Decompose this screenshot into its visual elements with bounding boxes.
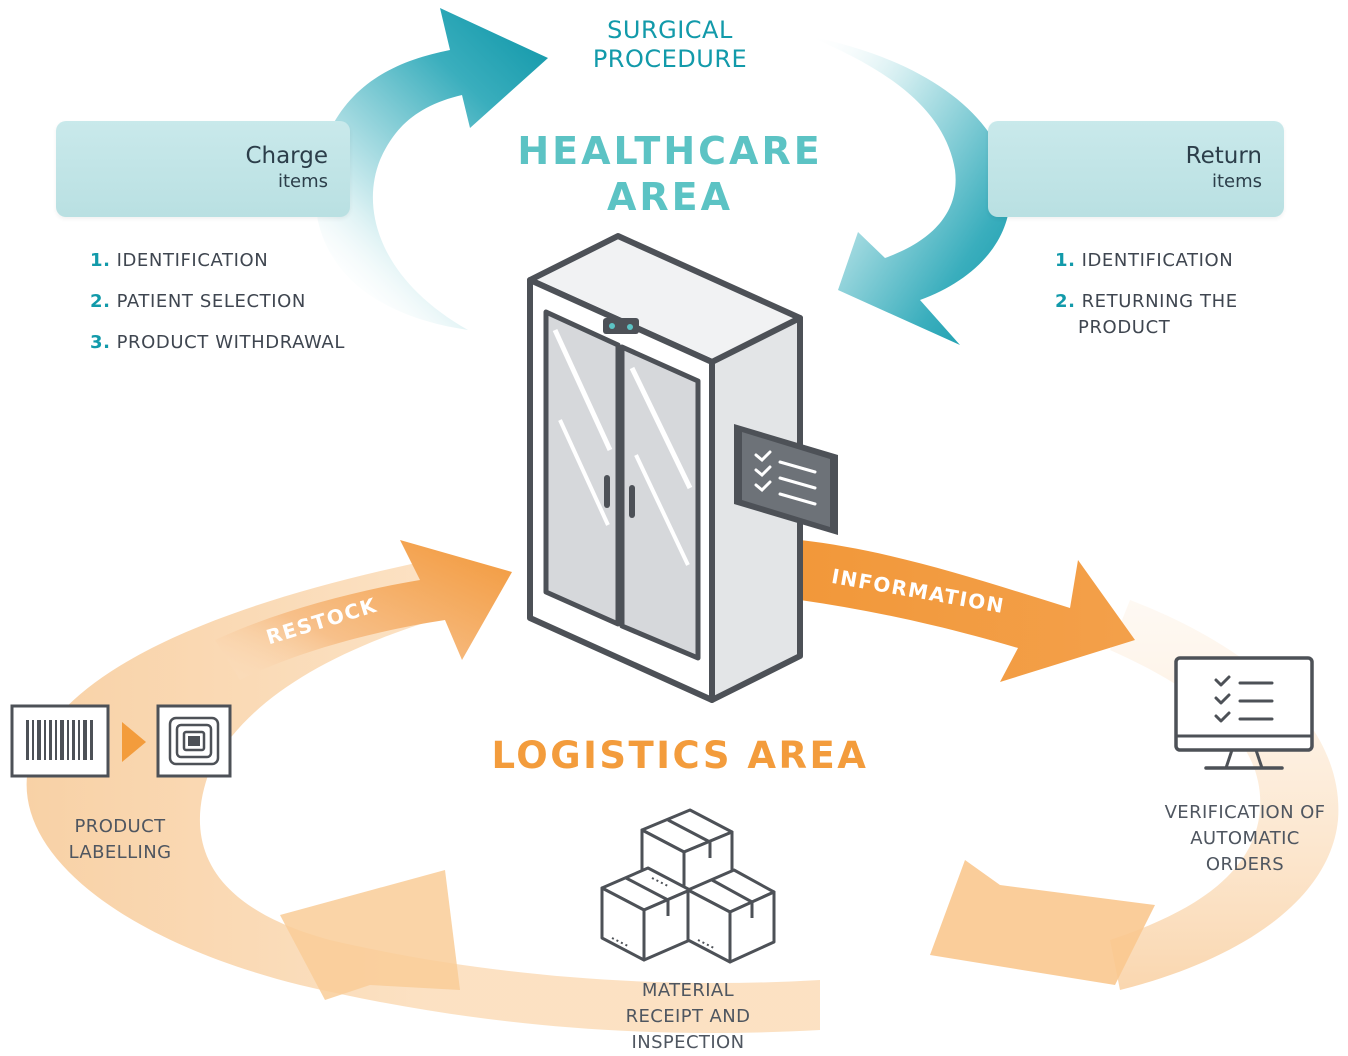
cabinet-screen [734, 424, 838, 535]
checklist-monitor-icon [1174, 656, 1314, 770]
return-items-card: Return items [988, 121, 1284, 217]
charge-step: 2.PATIENT SELECTION [90, 291, 306, 312]
rfid-tag-icon [156, 704, 232, 778]
boxes-icon [600, 808, 776, 964]
return-step: 2.RETURNING THE PRODUCT [1055, 291, 1238, 338]
charge-step: 3.PRODUCT WITHDRAWAL [90, 332, 345, 353]
charge-steps-list: 1.IDENTIFICATION 2.PATIENT SELECTION 3.P… [90, 240, 345, 363]
surgical-procedure-label: SURGICAL PROCEDURE [592, 16, 748, 73]
barcode-icon [10, 704, 110, 778]
information-arrow [800, 540, 1135, 682]
charge-card-subtitle: items [277, 171, 328, 192]
return-steps-list: 1.IDENTIFICATION 2.RETURNING THE PRODUCT [1055, 240, 1238, 341]
return-arrow-down [808, 36, 1011, 345]
charge-step: 1.IDENTIFICATION [90, 250, 269, 271]
charge-arrow-up [315, 8, 548, 330]
healthcare-area-title: HEALTHCARE AREA [517, 129, 823, 219]
return-card-title: Return [1185, 143, 1262, 169]
material-receipt-caption: MATERIAL RECEIPT AND INSPECTION [625, 980, 751, 1053]
return-card-subtitle: items [1211, 171, 1262, 192]
charge-items-card: Charge items [56, 121, 350, 217]
verification-caption: VERIFICATION OF AUTOMATIC ORDERS [1164, 802, 1326, 875]
restock-arrow [215, 540, 512, 680]
logistics-area-title: LOGISTICS AREA [491, 734, 869, 777]
product-labelling-caption: PRODUCT LABELLING [68, 816, 172, 863]
charge-card-title: Charge [245, 143, 328, 169]
return-step: 1.IDENTIFICATION [1055, 250, 1234, 271]
labelling-arrow-icon [122, 722, 146, 762]
